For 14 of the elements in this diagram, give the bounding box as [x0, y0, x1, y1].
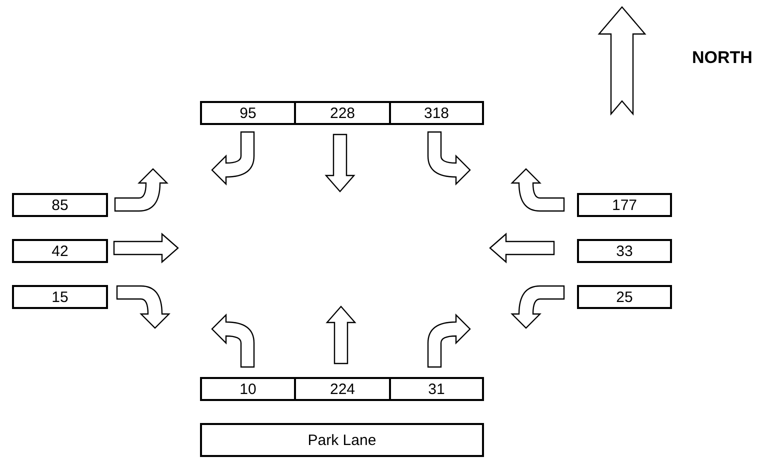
count-box: 33	[577, 239, 672, 263]
count-box: Park Lane	[200, 423, 484, 457]
count-box: 95	[200, 101, 296, 125]
count-box: 31	[389, 377, 484, 401]
count-box: 177	[577, 193, 672, 217]
count-box: 10	[200, 377, 296, 401]
count-box: 85	[12, 193, 108, 217]
count-box: 228	[294, 101, 391, 125]
count-box: 318	[389, 101, 484, 125]
count-box: 15	[12, 285, 108, 309]
count-box: 42	[12, 239, 108, 263]
compass-label: NORTH	[692, 49, 752, 66]
count-box: 25	[577, 285, 672, 309]
count-box: 224	[294, 377, 391, 401]
